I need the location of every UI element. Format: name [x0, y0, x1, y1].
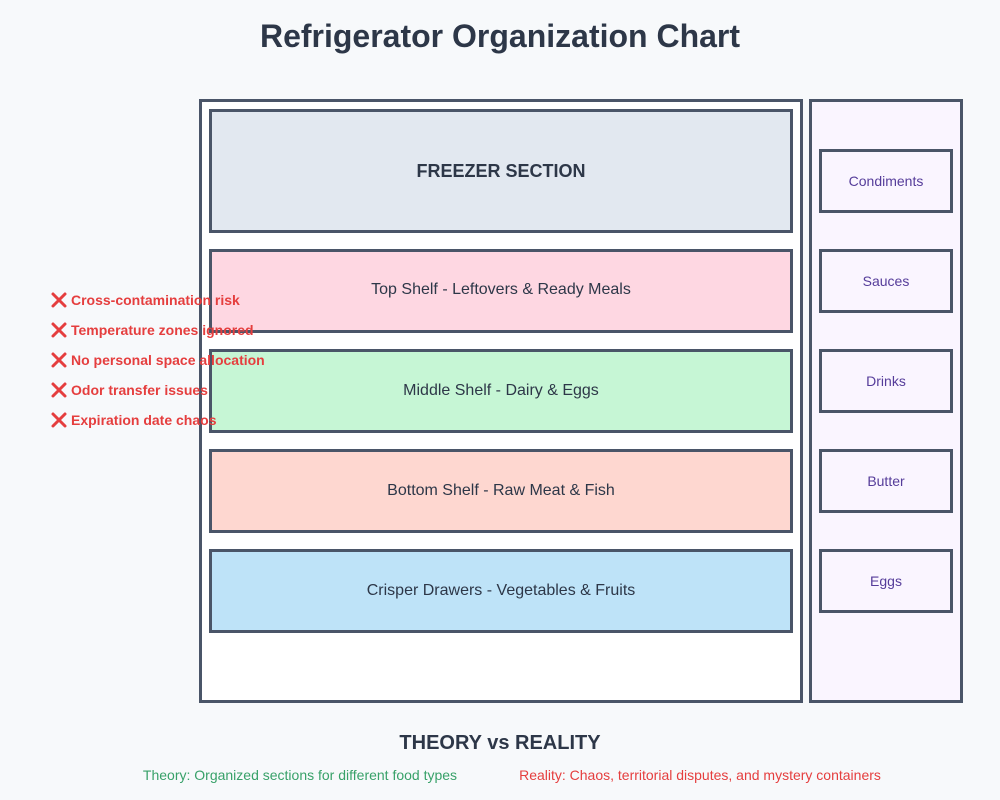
cross-mark-icon	[51, 352, 67, 368]
issue-text: Expiration date chaos	[71, 412, 217, 428]
issue-item: Cross-contamination risk	[50, 285, 265, 315]
door-bin-label: Eggs	[870, 573, 902, 589]
bottom-shelf-label: Bottom Shelf - Raw Meat & Fish	[387, 482, 615, 499]
reality-text: Reality: Chaos, territorial disputes, an…	[519, 767, 881, 783]
cross-mark-icon	[51, 322, 67, 338]
top-shelf-label: Top Shelf - Leftovers & Ready Meals	[371, 281, 631, 298]
door-bin-eggs: Eggs	[819, 549, 953, 613]
door-bin-label: Drinks	[866, 373, 906, 389]
door-bin-sauces: Sauces	[819, 249, 953, 313]
door-bin-label: Butter	[867, 473, 905, 489]
page-title: Refrigerator Organization Chart	[259, 18, 741, 54]
middle-shelf: Middle Shelf - Dairy & Eggs	[209, 349, 793, 433]
freezer-section: FREEZER SECTION	[209, 109, 793, 233]
theory-text: Theory: Organized sections for different…	[142, 767, 458, 783]
issue-item: Temperature zones ignored	[50, 315, 265, 345]
door-bin-drinks: Drinks	[819, 349, 953, 413]
door-bin-condiments: Condiments	[819, 149, 953, 213]
door-bin-label: Condiments	[848, 173, 924, 189]
door-bin-butter: Butter	[819, 449, 953, 513]
bottom-shelf: Bottom Shelf - Raw Meat & Fish	[209, 449, 793, 533]
issue-item: Odor transfer issues	[50, 375, 265, 405]
issue-text: Temperature zones ignored	[71, 322, 254, 338]
issue-text: No personal space allocation	[71, 352, 265, 368]
door-bin-label: Sauces	[862, 273, 910, 289]
cross-mark-icon	[51, 412, 67, 428]
freezer-label: FREEZER SECTION	[416, 160, 586, 181]
theory-vs-reality-heading: THEORY vs REALITY	[399, 732, 601, 754]
cross-mark-icon	[51, 292, 67, 308]
crisper-drawers: Crisper Drawers - Vegetables & Fruits	[209, 549, 793, 633]
top-shelf: Top Shelf - Leftovers & Ready Meals	[209, 249, 793, 333]
issue-text: Cross-contamination risk	[71, 292, 240, 308]
cross-mark-icon	[51, 382, 67, 398]
issue-item: No personal space allocation	[50, 345, 265, 375]
issue-item: Expiration date chaos	[50, 405, 265, 435]
issues-list: Cross-contamination risk Temperature zon…	[50, 285, 265, 435]
issue-text: Odor transfer issues	[71, 382, 208, 398]
crisper-label: Crisper Drawers - Vegetables & Fruits	[366, 582, 636, 599]
middle-shelf-label: Middle Shelf - Dairy & Eggs	[403, 382, 599, 399]
